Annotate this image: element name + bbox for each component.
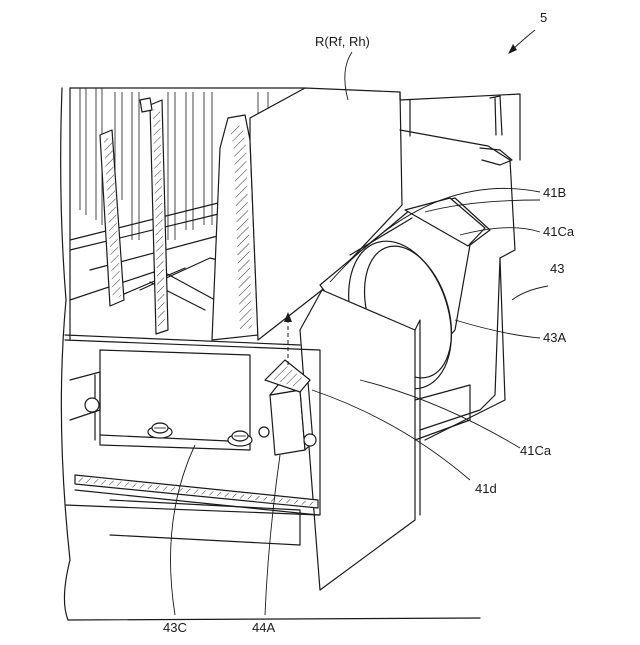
label-r: R(Rf, Rh): [315, 34, 370, 49]
label-43: 43: [550, 261, 564, 276]
label-41d: 41d: [475, 481, 497, 496]
label-44a: 44A: [252, 620, 275, 635]
figure-arrow: [508, 30, 535, 54]
label-43c: 43C: [163, 620, 187, 635]
label-41ca-bottom: 41Ca: [520, 443, 552, 458]
label-fig-number: 5: [540, 10, 547, 25]
label-43a: 43A: [543, 330, 566, 345]
label-41ca-top: 41Ca: [543, 224, 575, 239]
label-41b: 41B: [543, 185, 566, 200]
